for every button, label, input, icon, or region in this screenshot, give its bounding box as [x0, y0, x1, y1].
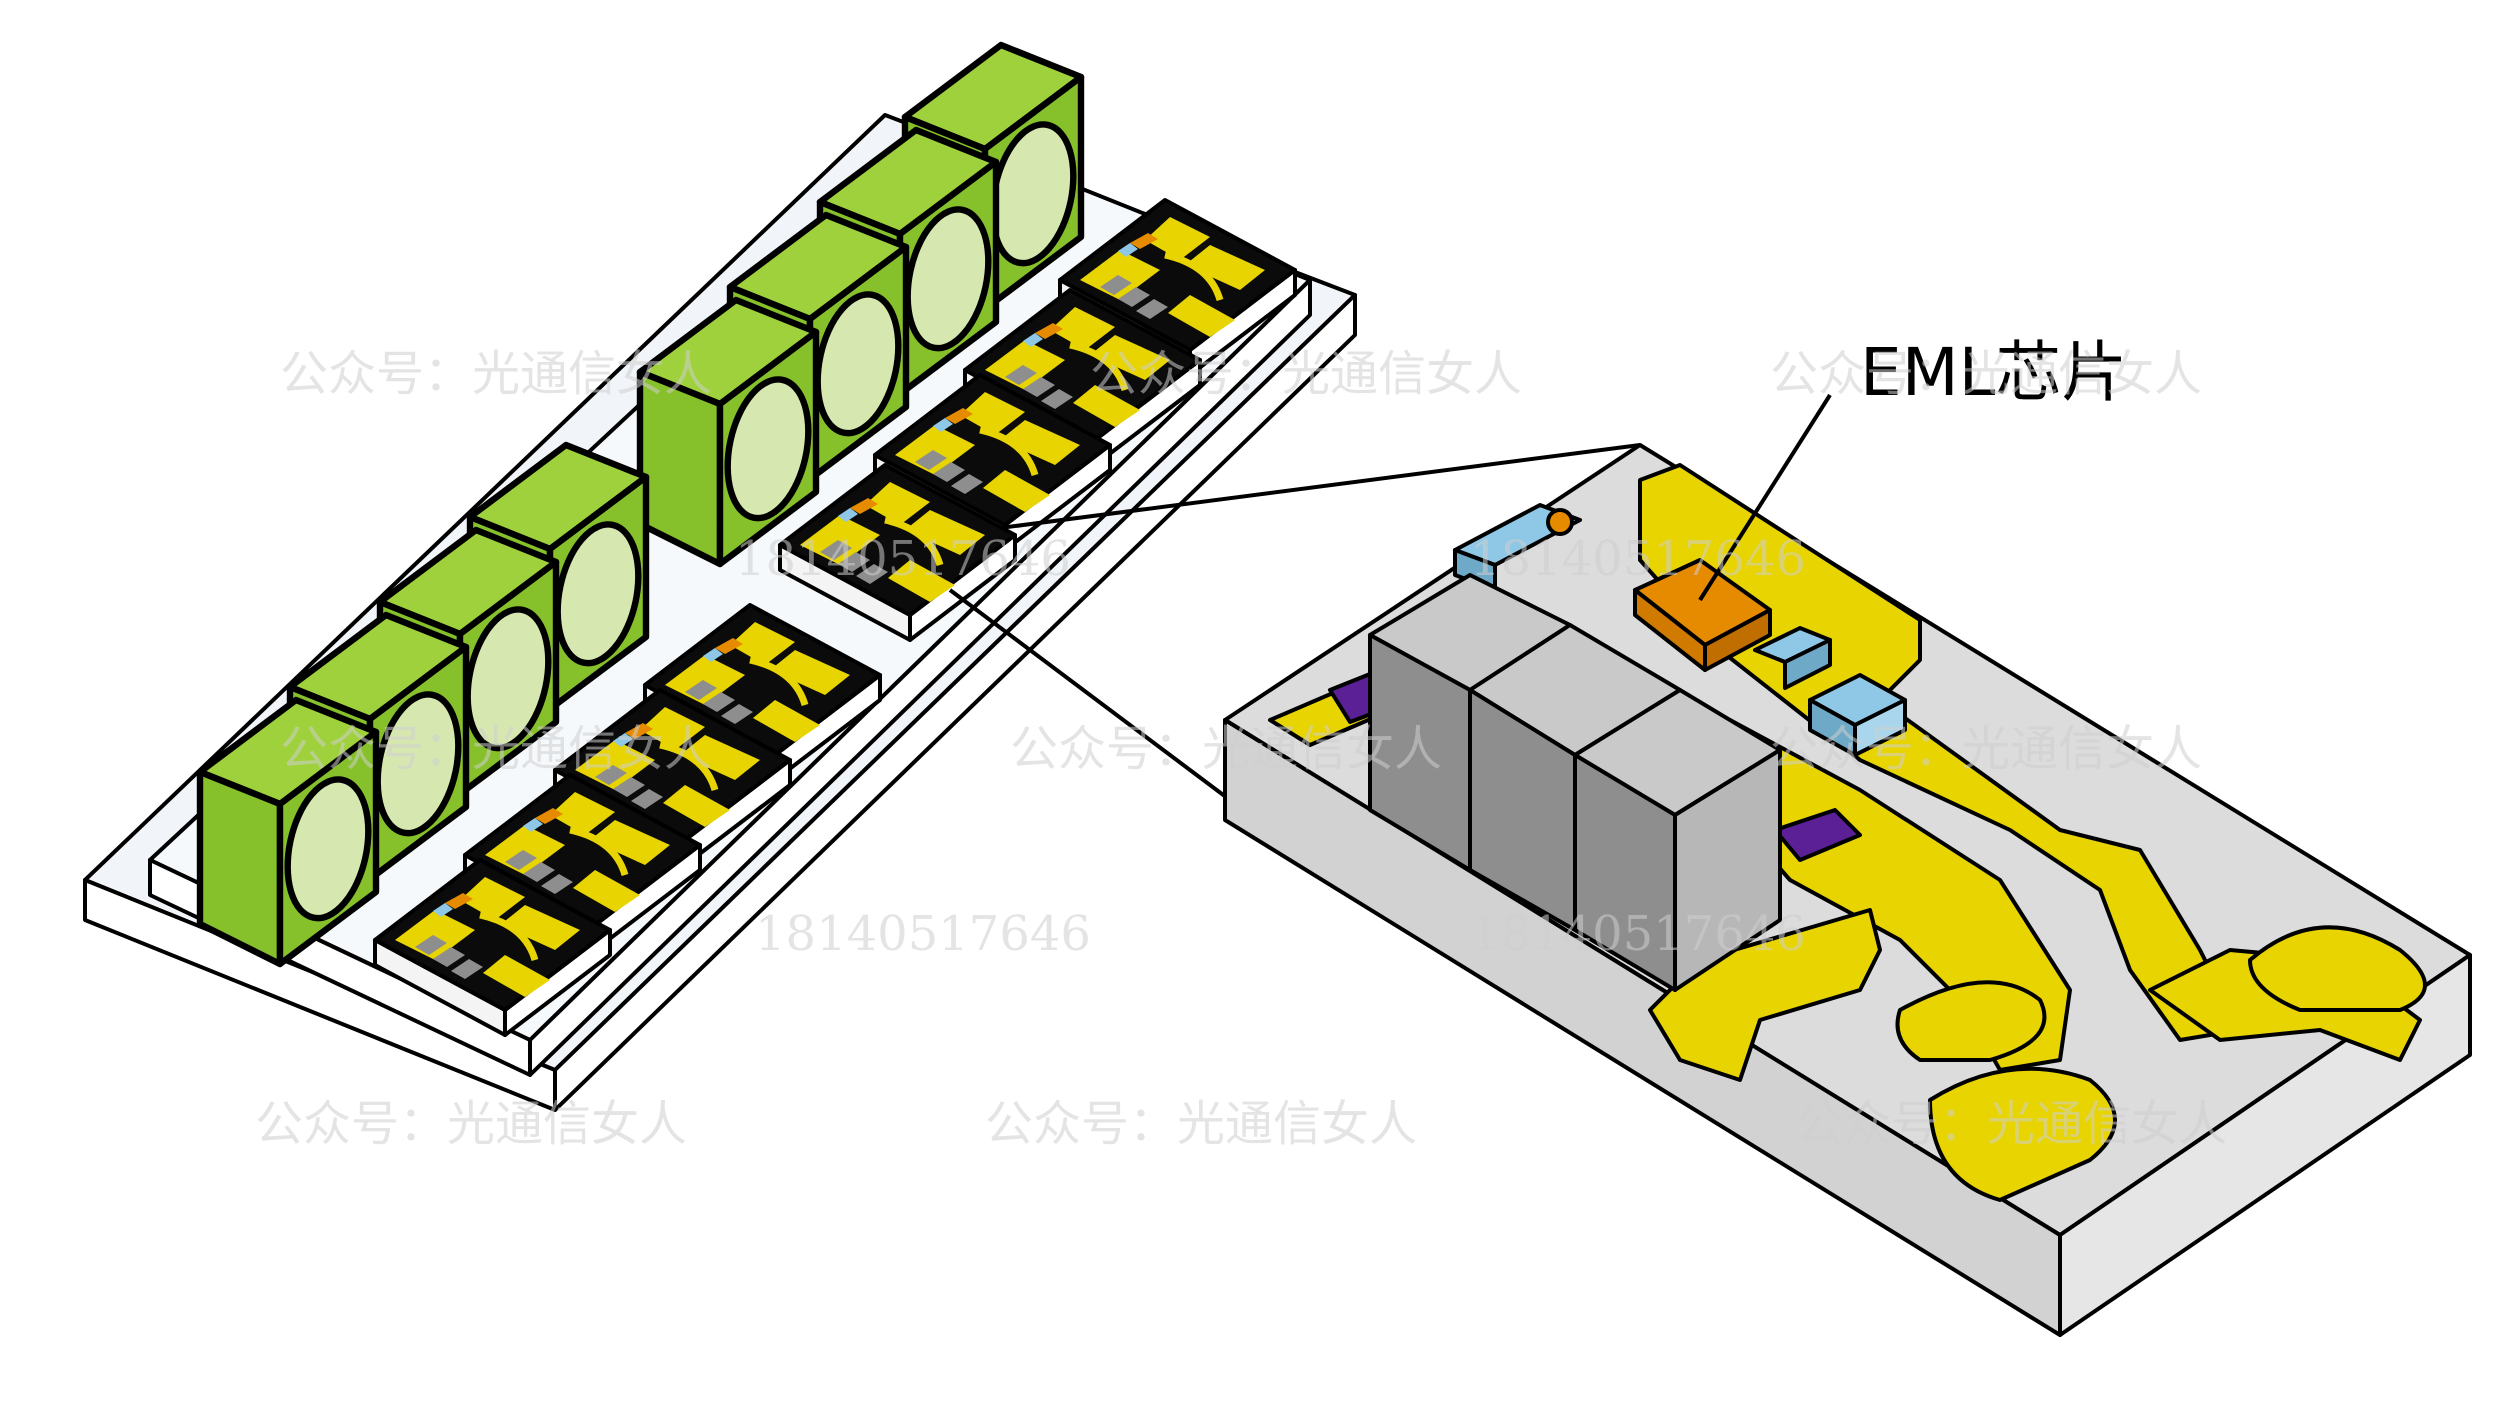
- watermark-phone: 18140517646: [1470, 531, 1806, 587]
- enlarged-submount: [1223, 443, 2472, 1337]
- watermark-account: 公众号：光通信女人: [985, 1096, 1417, 1152]
- watermark-account: 公众号：光通信女人: [1770, 721, 2202, 777]
- purple-pad: [1773, 808, 1862, 862]
- zoom-lines: [948, 443, 1641, 802]
- eml-callout: EML芯片: [1698, 334, 2127, 602]
- watermark-account: 公众号：光通信女人: [255, 1096, 687, 1152]
- watermark-phone: 18140517646: [735, 531, 1071, 587]
- watermark-account: 公众号：光通信女人: [280, 346, 712, 402]
- watermark-account: 公众号：光通信女人: [1795, 1096, 2227, 1152]
- watermark-account: 公众号：光通信女人: [1010, 721, 1442, 777]
- watermark-phone: 18140517646: [1470, 906, 1806, 962]
- watermarks: 公众号：光通信女人 公众号：光通信女人 公众号：光通信女人 1814051764…: [255, 346, 2227, 1152]
- watermark-account: 公众号：光通信女人: [1770, 346, 2202, 402]
- callout-label: EML芯片: [1860, 334, 2127, 411]
- watermark-account: 公众号：光通信女人: [280, 721, 712, 777]
- grey-cubes: [1368, 573, 1782, 992]
- left-assembly: [83, 45, 1357, 1112]
- eml-chip: [1633, 558, 1772, 672]
- leader-line: [1698, 393, 1832, 602]
- watermark-account: 公众号：光通信女人: [1090, 346, 1522, 402]
- blue-pads: [1453, 503, 1907, 757]
- watermark-phone: 18140517646: [755, 906, 1091, 962]
